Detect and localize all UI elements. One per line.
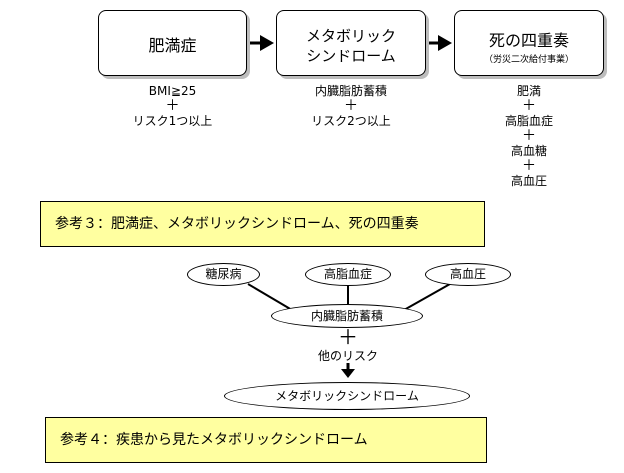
caption-reference-4-text: 参考４：疾患から見たメタボリックシンドローム [60, 432, 368, 448]
ellipse-hyperlipidemia: 高脂血症 [305, 263, 391, 286]
arrow-1-head [260, 35, 274, 51]
ellipse-diabetes-label: 糖尿病 [205, 267, 242, 281]
note-metabolic: 内臓脂肪蓄積 ＋ リスク2つ以上 [276, 84, 426, 129]
arrow-2-head [438, 35, 452, 51]
box-obesity-label: 肥満症 [148, 36, 197, 55]
note-quartet-obesity: 肥満 [516, 84, 541, 98]
caption-reference-3-text: 参考３：肥満症、メタボリックシンドローム、死の四重奏 [55, 216, 419, 232]
note-metabolic-visceral: 内臓脂肪蓄積 [314, 84, 387, 98]
note-quartet-hypertension: 高血圧 [510, 174, 547, 188]
box-deadly-quartet: 死の四重奏 （労災二次給付事業） [454, 10, 604, 76]
ellipse-hypertension-label: 高血圧 [449, 267, 486, 281]
box-metabolic-line1: メタボリック [305, 27, 396, 45]
box-deadly-quartet-sub: （労災二次給付事業） [483, 55, 574, 65]
ellipse-metabolic-syndrome: メタボリックシンドローム [224, 382, 470, 410]
note-obesity-risk: リスク1つ以上 [132, 114, 213, 128]
box-metabolic-syndrome: メタボリック シンドローム [276, 10, 426, 76]
tree-other-risk: 他のリスク [317, 349, 378, 363]
ellipse-hypertension: 高血圧 [425, 263, 511, 286]
plus-icon: ＋ [522, 158, 536, 174]
box-obesity: 肥満症 [98, 10, 247, 76]
note-deadly-quartet: 肥満 ＋ 高脂血症 ＋ 高血糖 ＋ 高血圧 [454, 84, 604, 189]
note-quartet-hyperglycemia: 高血糖 [510, 144, 547, 158]
plus-icon: ＋ [165, 98, 180, 114]
down-arrow-head [341, 369, 355, 378]
caption-reference-4: 参考４：疾患から見たメタボリックシンドローム [45, 417, 487, 463]
note-obesity: BMI≧25 ＋ リスク1つ以上 [98, 84, 247, 129]
ellipse-visceral-fat-label: 内臓脂肪蓄積 [310, 309, 383, 323]
plus-icon: ＋ [344, 98, 358, 114]
ellipse-metabolic-syndrome-label: メタボリックシンドローム [275, 389, 419, 403]
note-quartet-hyperlipidemia: 高脂血症 [504, 114, 553, 128]
note-metabolic-risk: リスク2つ以上 [311, 114, 391, 128]
box-metabolic-line2: シンドローム [306, 47, 396, 65]
line-hypertension [403, 283, 451, 311]
caption-reference-3: 参考３：肥満症、メタボリックシンドローム、死の四重奏 [40, 201, 485, 247]
ellipse-hyperlipidemia-label: 高脂血症 [323, 267, 372, 281]
box-deadly-quartet-label: 死の四重奏 [488, 31, 569, 50]
ellipse-visceral-fat: 内臓脂肪蓄積 [271, 304, 423, 328]
tree-plus-icon: ＋ [338, 325, 358, 349]
line-diabetes [247, 283, 293, 311]
note-obesity-bmi: BMI≧25 [148, 84, 197, 98]
ellipse-diabetes: 糖尿病 [187, 263, 260, 286]
plus-icon: ＋ [522, 128, 536, 144]
plus-icon: ＋ [522, 98, 536, 114]
